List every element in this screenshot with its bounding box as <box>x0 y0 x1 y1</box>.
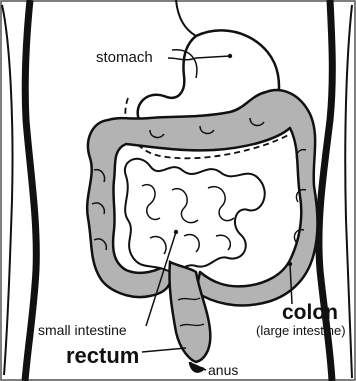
body-outline-left-inner <box>2 5 13 375</box>
body-outline-right-inner <box>345 5 352 378</box>
small-intestine-coils <box>125 159 265 272</box>
rectum-leader <box>142 348 186 352</box>
anus-label: anus <box>208 362 238 378</box>
small-intestine-leader-dot <box>174 230 178 234</box>
small-intestine-label: small intestine <box>38 322 127 338</box>
body-outline-left <box>25 0 36 381</box>
stomach-leader-dot <box>228 54 232 58</box>
esophagus <box>176 0 196 36</box>
colon-leader-dot <box>288 262 292 266</box>
colon-sublabel: (large intestine) <box>256 323 346 338</box>
colon-label: colon <box>282 301 338 325</box>
rectum-label: rectum <box>66 343 139 369</box>
stomach-label: stomach <box>96 49 153 66</box>
anus-shape <box>190 362 204 371</box>
